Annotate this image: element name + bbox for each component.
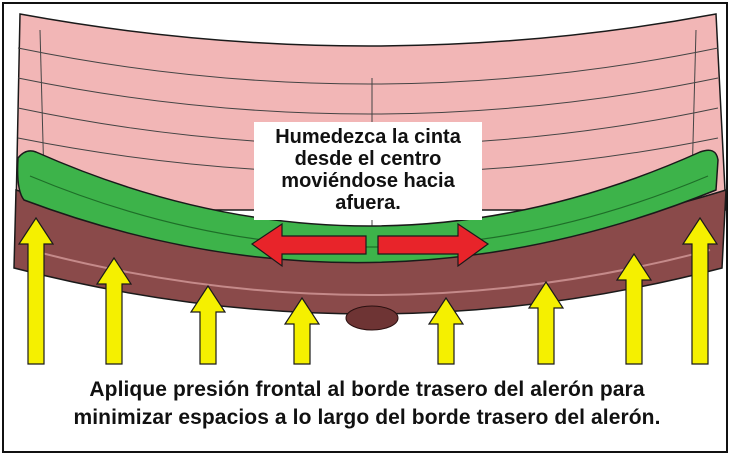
arrow-up-icon [17, 216, 55, 365]
press-arrows [17, 216, 719, 365]
arrow-up-icon [527, 280, 565, 365]
lip-highlight [29, 249, 711, 296]
caption-line: minimizar espacios a lo largo del borde … [73, 406, 661, 429]
callout-line: moviéndose hacia [281, 170, 455, 192]
callout-box: Humedezca la cinta desde el centro movié… [254, 122, 482, 220]
arrow-up-icon [681, 216, 719, 365]
callout-line: Humedezca la cinta [275, 126, 461, 148]
center-emblem-recess [345, 305, 399, 331]
arrow-up-icon [95, 256, 133, 365]
tape-edge-line [29, 175, 709, 248]
caption-line: Aplique presión frontal al borde trasero… [89, 378, 645, 401]
adhesive-tape-strip [16, 149, 719, 264]
arrow-up-icon [283, 296, 321, 365]
spoiler-upper-panel [15, 13, 727, 211]
callout-line: desde el centro [294, 148, 442, 170]
arrow-right-icon [377, 222, 490, 268]
instruction-caption: Aplique presión frontal al borde trasero… [8, 376, 726, 432]
callout-line: afuera. [335, 192, 401, 214]
arrow-up-icon [189, 284, 227, 365]
arrow-up-icon [615, 252, 653, 365]
arrow-up-icon [427, 296, 465, 365]
arrow-left-icon [250, 222, 367, 268]
